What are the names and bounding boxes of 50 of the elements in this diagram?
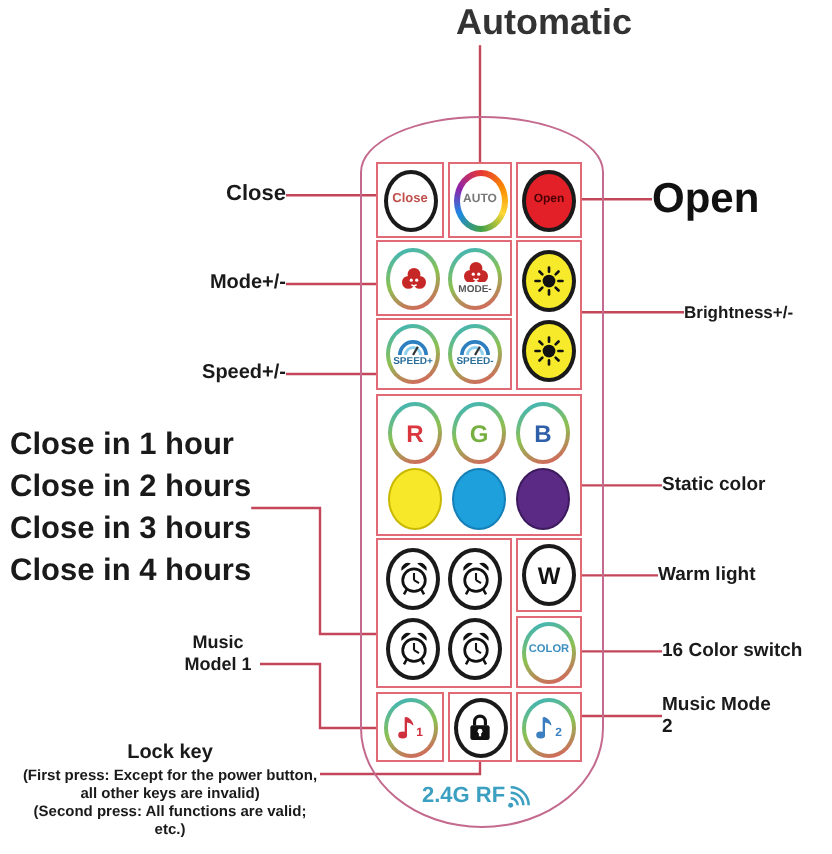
callout-label: Close in 1 hour [10, 426, 234, 466]
timer-button [386, 548, 440, 610]
leader-line [582, 484, 662, 487]
rgb-button: G [452, 402, 506, 464]
timer-button [448, 618, 502, 680]
leader-line [582, 650, 662, 653]
warm-light-button: W [522, 544, 576, 606]
rgb-button: B [516, 402, 570, 464]
callout-label: Music Model 1 [176, 632, 260, 676]
static-color-button [516, 468, 570, 530]
leader-line [582, 574, 658, 577]
leader-line [582, 198, 652, 201]
timer-key-panel [376, 538, 512, 688]
rf-label: 2.4G RF [422, 784, 506, 809]
leader-line [320, 762, 482, 776]
leader-line [582, 311, 684, 314]
callout-label: Music Mode 2 [662, 694, 776, 738]
color-key-panel [376, 394, 582, 536]
rgb-button: R [388, 402, 442, 464]
brightness-key-panel [516, 240, 582, 390]
brightness-button [521, 320, 575, 382]
leader-line [251, 506, 376, 636]
speed-key-panel [376, 318, 512, 390]
leader-line [582, 714, 662, 718]
leader-line [286, 194, 376, 197]
leader-line [478, 45, 482, 162]
timer-button [448, 548, 502, 610]
static-color-button [388, 468, 442, 530]
timer-button [386, 618, 440, 680]
remote-body [360, 116, 604, 828]
leader-line [286, 372, 376, 376]
callout-label: Close in 3 hours [10, 510, 252, 550]
callout-label: Mode+/- [209, 272, 286, 296]
mode-button [386, 248, 440, 310]
callout-label: 16 Color switch [662, 640, 803, 663]
callout-label: Open [652, 174, 760, 225]
callout-label: Speed+/- [202, 362, 286, 386]
callout-label: Static color [662, 474, 766, 497]
brightness-button [521, 250, 575, 312]
callout-label: Warm light [658, 564, 756, 587]
callout-label: Brightness+/- [684, 302, 794, 323]
leader-line [260, 662, 376, 730]
mode-key-panel [376, 240, 512, 316]
callout-label: Close in 4 hours [10, 552, 252, 592]
callout-label: Close in 2 hours [10, 468, 252, 508]
leader-line [286, 282, 376, 286]
callout-label: Close [226, 182, 286, 209]
callout-label: Automatic [456, 2, 633, 46]
callout-label: Lock key [127, 742, 213, 766]
static-color-button [452, 468, 506, 530]
